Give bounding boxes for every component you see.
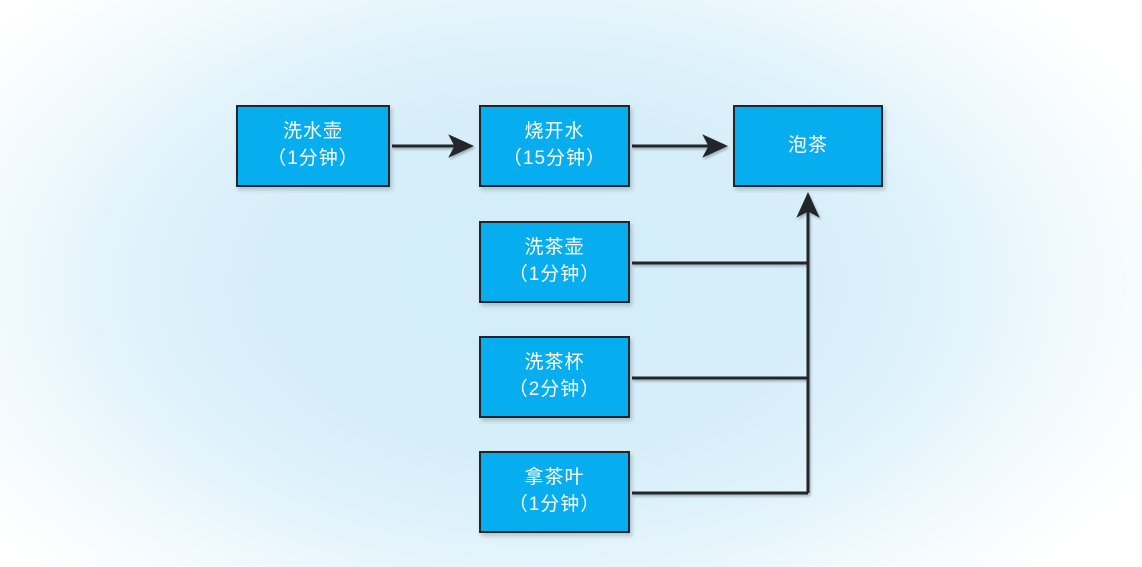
node-boil-water-label: 烧开水: [524, 121, 585, 143]
node-wash-kettle-label: 洗水壶: [282, 121, 343, 143]
node-wash-kettle-duration: （1分钟）: [267, 148, 359, 169]
node-wash-teacup-duration: （2分钟）: [508, 379, 601, 400]
node-get-tea-leaves-duration: （1分钟）: [508, 494, 601, 515]
node-wash-teapot-duration: （1分钟）: [508, 264, 601, 285]
node-boil-water-duration: （15分钟）: [502, 148, 607, 169]
node-wash-teacup[interactable]: 洗茶杯 （2分钟）: [479, 336, 630, 418]
node-brew-tea[interactable]: 泡茶: [733, 105, 883, 187]
node-get-tea-leaves-label: 拿茶叶: [524, 467, 585, 489]
node-brew-tea-label: 泡茶: [787, 134, 828, 156]
node-wash-teapot[interactable]: 洗茶壶 （1分钟）: [479, 221, 630, 303]
node-wash-kettle[interactable]: 洗水壶 （1分钟）: [236, 105, 390, 187]
node-wash-teacup-label: 洗茶杯: [524, 352, 585, 374]
node-get-tea-leaves[interactable]: 拿茶叶 （1分钟）: [479, 451, 630, 533]
node-wash-teapot-label: 洗茶壶: [524, 237, 585, 259]
node-boil-water[interactable]: 烧开水 （15分钟）: [479, 105, 630, 187]
